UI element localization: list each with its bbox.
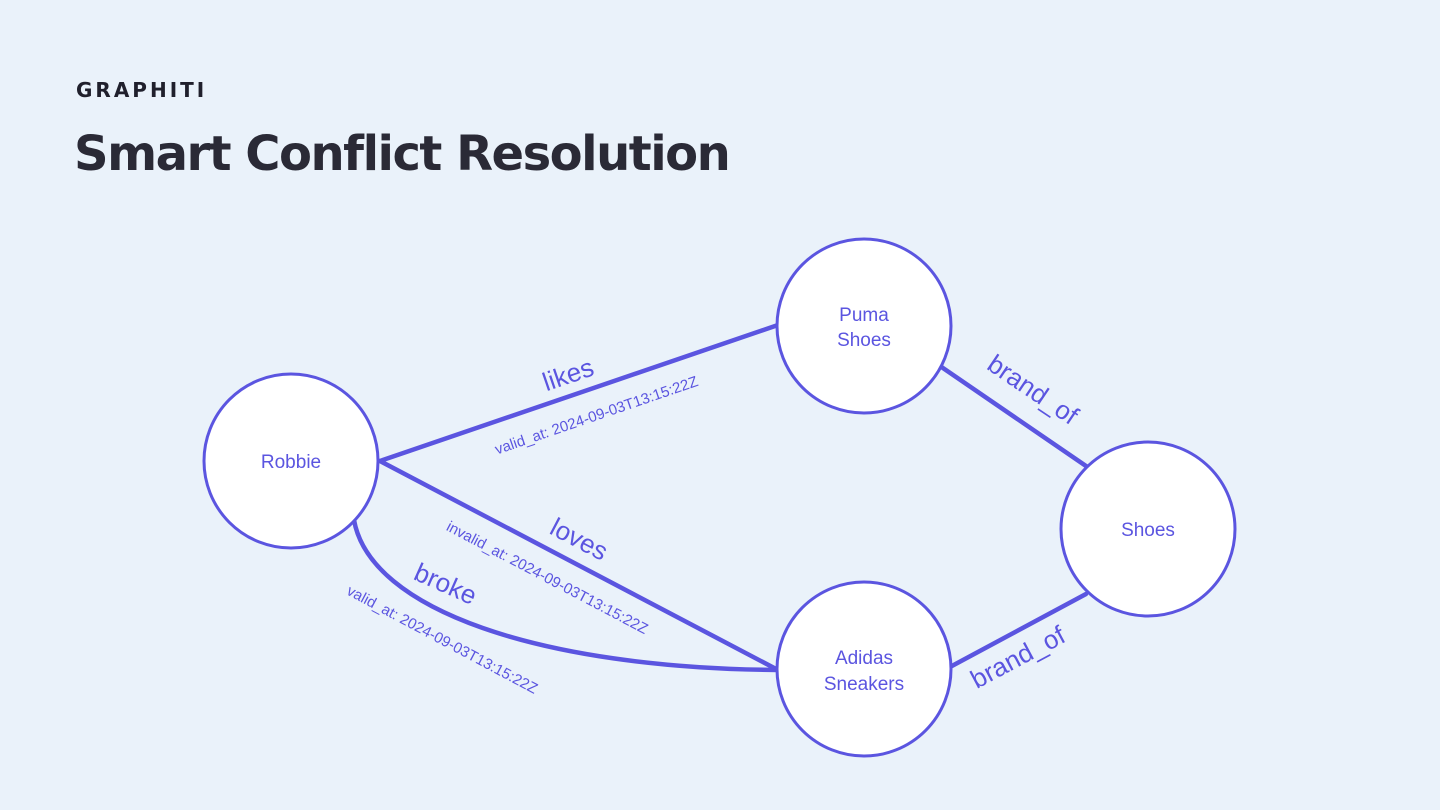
node-adidas-sneakers-label-line2: Sneakers [824,674,904,695]
edge-puma-brand-of-label: brand_of [982,348,1085,431]
node-robbie-circle[interactable] [202,372,380,550]
node-adidas-sneakers-circle[interactable] [775,580,953,758]
edge-adidas-brand-of-line[interactable] [947,591,1089,670]
edge-puma-brand-of[interactable]: brand_of [937,348,1089,469]
node-shoes-label: Shoes [1121,520,1175,541]
node-adidas-sneakers-label-line1: Adidas [835,648,893,669]
edge-puma-brand-of-line[interactable] [937,363,1089,469]
node-shoes[interactable]: Shoes [1059,440,1237,618]
node-puma-shoes[interactable]: Puma Shoes [775,237,953,415]
edge-broke[interactable]: broke valid_at: 2024-09-03T13:15:22Z [344,517,781,698]
edge-loves-line[interactable] [377,458,781,673]
edge-likes[interactable]: likes valid_at: 2024-09-03T13:15:22Z [377,322,781,464]
edge-broke-label: broke [410,557,482,611]
brand-logo-text: GRAPHITI [76,78,208,102]
node-robbie-label: Robbie [261,452,321,473]
node-adidas-sneakers[interactable]: Adidas Sneakers [775,580,953,758]
page-title: Smart Conflict Resolution [74,126,731,182]
node-robbie[interactable]: Robbie [202,372,380,550]
edge-loves-label: loves [545,512,613,567]
node-puma-shoes-label-line2: Shoes [837,330,891,351]
node-puma-shoes-circle[interactable] [775,237,953,415]
edge-broke-line[interactable] [351,517,781,673]
edge-likes-line[interactable] [377,322,781,464]
edge-broke-meta: valid_at: 2024-09-03T13:15:22Z [344,582,540,697]
node-shoes-circle[interactable] [1059,440,1237,618]
node-puma-shoes-label-line1: Puma [839,305,889,326]
edge-adidas-brand-of[interactable]: brand_of [947,591,1089,694]
